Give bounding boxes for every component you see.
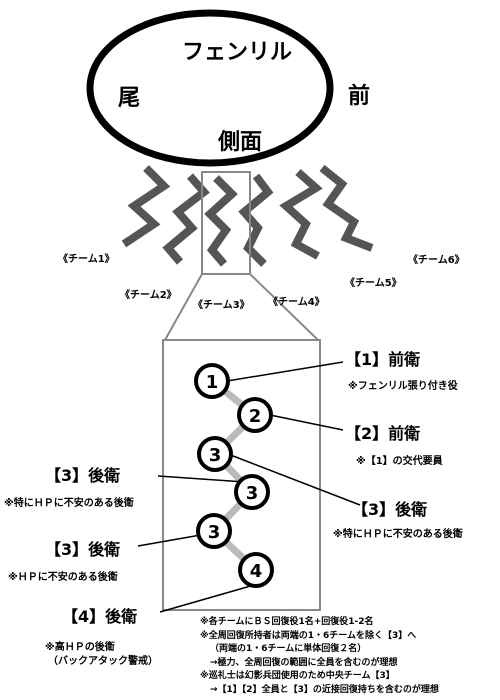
role-desc-1: ※フェンリル張り付き役 xyxy=(348,381,458,392)
member-circle: 2 xyxy=(237,397,273,433)
svg-text:1: 1 xyxy=(206,372,219,393)
svg-text:3: 3 xyxy=(208,522,221,543)
team-zigzag xyxy=(204,175,238,267)
leader-line-2 xyxy=(269,414,344,431)
note-line: ※全周回復所持者は両端の1・6チームを除く【3】へ xyxy=(200,630,417,641)
team-label-3: 《チーム3》 xyxy=(193,300,250,311)
team-label-5: 《チーム5》 xyxy=(345,278,402,289)
boss-name: フェンリル xyxy=(182,40,293,65)
note-line: →【1】【2】全員と【3】の近接回復持ちを含むのが理想 xyxy=(210,684,439,695)
team-zigzags xyxy=(121,164,374,267)
svg-text:2: 2 xyxy=(249,406,262,427)
boss-tail-label: 尾 xyxy=(118,86,141,111)
role-desc-4: ※高ＨＰの後衛 xyxy=(45,642,115,653)
member-circle: 1 xyxy=(194,363,230,399)
zoom-line-left xyxy=(164,273,203,341)
role-label-3c: 【3】後衛 xyxy=(45,540,121,559)
leader-line-4 xyxy=(159,584,255,613)
role-desc-2: ※【1】の交代要員 xyxy=(356,456,443,467)
zoom-line-right xyxy=(249,273,319,341)
team-label-2: 《チーム2》 xyxy=(120,290,177,301)
note-line: （両端の1・6チームに単体回復２名） xyxy=(210,644,367,654)
member-circle: 3 xyxy=(197,436,233,472)
member-circle: 4 xyxy=(238,552,274,588)
boss-front-label: 前 xyxy=(348,84,371,109)
role-desc-4-sub: （バックアタック警戒） xyxy=(48,656,158,667)
strategy-notes: ※各チームにＢＳ回復役1名+回復役1-2名 ※全周回復所持者は両端の1・6チーム… xyxy=(200,616,439,697)
role-label-4: 【4】後衛 xyxy=(62,607,138,626)
role-desc-3a: ※特にＨＰに不安のある後衛 xyxy=(4,498,134,509)
team-zigzag xyxy=(238,173,274,267)
role-desc-3b: ※特にＨＰに不安のある後衛 xyxy=(333,529,463,540)
role-label-2: 【2】前衛 xyxy=(345,424,421,443)
leader-line-1 xyxy=(226,361,344,382)
role-label-1: 【1】前衛 xyxy=(345,350,421,369)
team3-highlight-frame xyxy=(201,171,251,275)
svg-text:3: 3 xyxy=(246,483,259,504)
svg-text:3: 3 xyxy=(209,445,222,466)
team-label-4: 《チーム4》 xyxy=(268,297,325,308)
role-label-3a: 【3】後衛 xyxy=(45,466,121,485)
role-desc-3c: ※ＨＰに不安のある後衛 xyxy=(8,572,118,583)
svg-text:4: 4 xyxy=(250,561,263,582)
note-line: ※巡礼士は幻影兵団使用のため中央チーム【3】 xyxy=(200,671,395,681)
formation-detail-frame xyxy=(162,339,321,611)
note-line: →極力、全周回復の範囲に全員を含むのが理想 xyxy=(210,657,398,668)
team-zigzag xyxy=(319,164,374,252)
leader-line-3a xyxy=(157,475,246,483)
fenrir-body xyxy=(86,9,334,167)
team-label-1: 《チーム1》 xyxy=(58,254,115,265)
boss-side-label: 側面 xyxy=(218,130,263,155)
role-label-3b: 【3】後衛 xyxy=(352,500,428,519)
team-label-6: 《チーム6》 xyxy=(408,255,465,266)
note-line: ※各チームにＢＳ回復役1名+回復役1-2名 xyxy=(200,617,374,627)
member-circle: 3 xyxy=(196,513,232,549)
member-circle: 3 xyxy=(234,474,270,510)
leader-line-3b xyxy=(227,453,361,506)
team-zigzag xyxy=(121,165,171,248)
team-zigzag xyxy=(162,173,210,265)
team-zigzag xyxy=(279,169,323,260)
